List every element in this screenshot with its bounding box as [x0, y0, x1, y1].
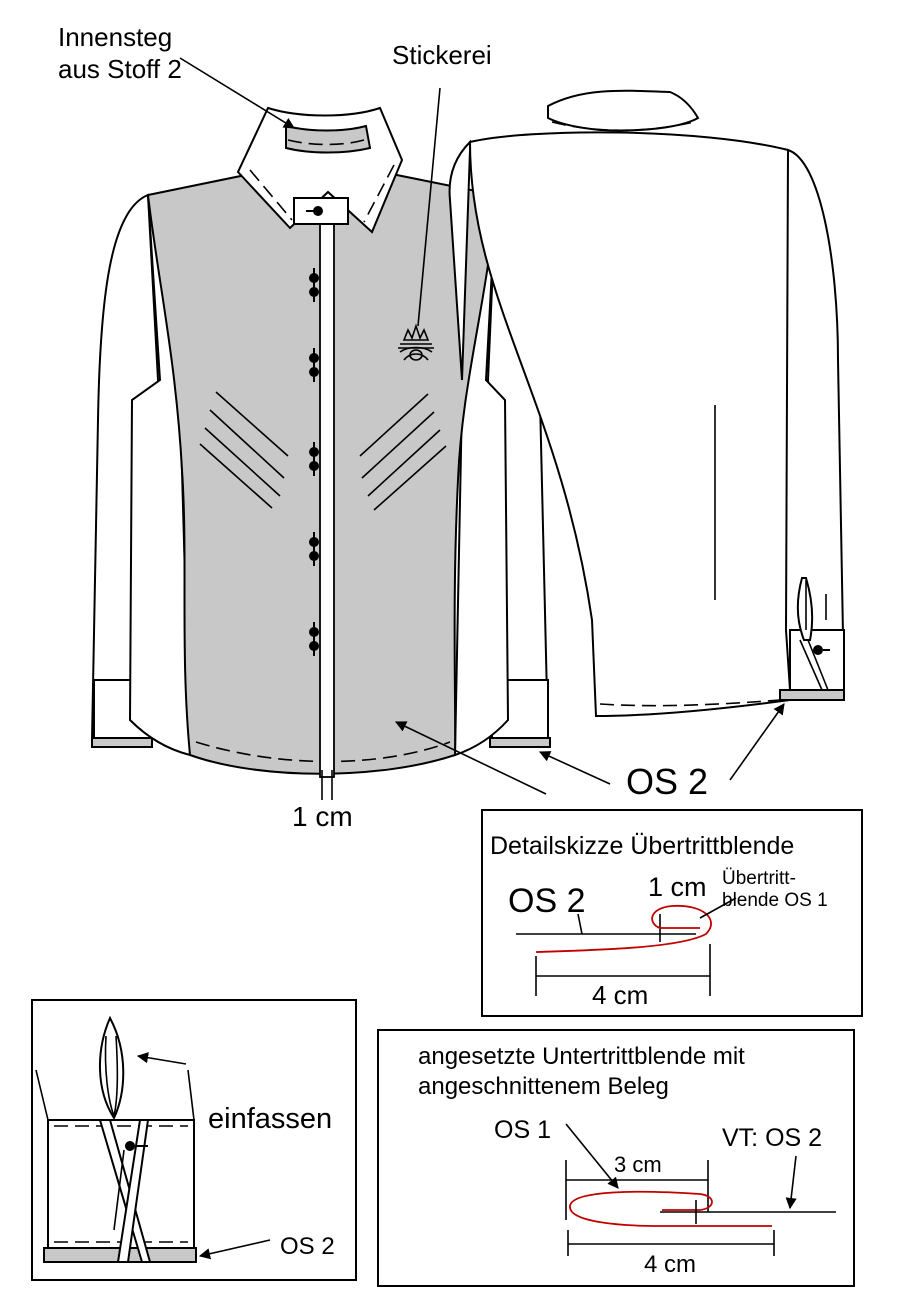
detail-untertritt-vt-os2: VT: OS 2: [722, 1124, 822, 1152]
front-left-cuff-os2: [91, 737, 153, 748]
front-pintucks-right: [359, 393, 447, 511]
detail-uebertritt-title: Detailskizze Übertrittblende: [490, 832, 794, 860]
detail-cuff-os2: OS 2: [280, 1233, 335, 1260]
detail-uebertritt-blende-1: Übertritt-: [722, 868, 796, 889]
label-os2-main: OS 2: [626, 761, 708, 802]
embroidery-crown-icon: [398, 323, 434, 361]
detail-cuff-box: einfassen OS 2: [31, 999, 357, 1281]
front-placket: [319, 221, 335, 778]
label-stickerei: Stickerei: [392, 40, 492, 70]
detail-uebertritt-1cm: 1 cm: [648, 872, 707, 902]
back-shirt: [448, 89, 846, 718]
detail-cuff-einfassen: einfassen: [208, 1103, 332, 1135]
back-right-sleeve: [784, 148, 846, 691]
detail-uebertritt-box: Detailskizze Übertrittblende OS 2 1 cm Ü…: [481, 809, 863, 1017]
detail-uebertritt-blende-2: blende OS 1: [722, 890, 828, 911]
detail-untertritt-4cm: 4 cm: [644, 1251, 696, 1278]
detail-uebertritt-os2: OS 2: [508, 882, 585, 920]
front-collar-innensteg: [285, 124, 372, 154]
back-left-sleeve: [448, 139, 471, 381]
back-body: [468, 131, 802, 718]
front-shirt: [90, 87, 551, 800]
back-cuff: [789, 629, 845, 691]
label-innensteg-1: Innensteg: [58, 22, 172, 52]
label-one-cm-front: 1 cm: [292, 801, 353, 832]
label-innensteg-2: aus Stoff 2: [58, 54, 182, 84]
front-pintucks-left: [199, 391, 289, 509]
front-right-cuff-os2: [489, 737, 551, 748]
detail-untertritt-3cm: 3 cm: [614, 1152, 662, 1177]
detail-untertritt-os1: OS 1: [494, 1116, 551, 1144]
front-buttons: [309, 268, 319, 656]
detail-uebertritt-width: 4 cm: [592, 980, 648, 1010]
detail-untertritt-box: angesetzte Untertrittblende mit angeschn…: [377, 1029, 855, 1287]
back-cuff-os2: [779, 689, 845, 701]
back-collar: [547, 89, 700, 132]
detail-untertritt-title-2: angeschnittenem Beleg: [418, 1073, 669, 1100]
detail-untertritt-title-1: angesetzte Untertrittblende mit: [418, 1043, 745, 1070]
